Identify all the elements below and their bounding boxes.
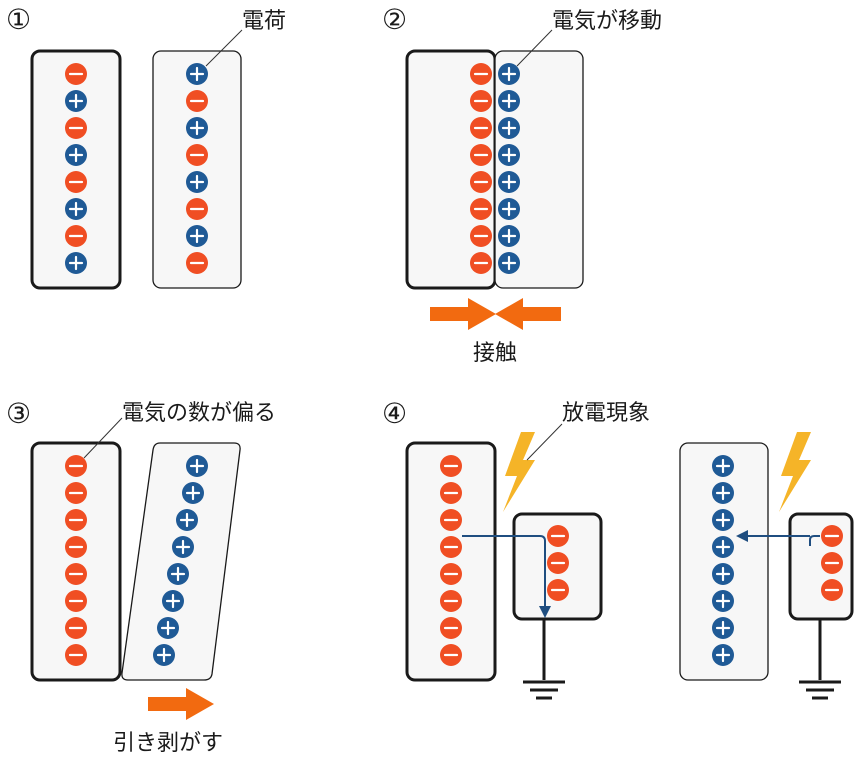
panel-4-leader-line [526, 423, 563, 461]
label-charge-imbalance: 電気の数が偏る [122, 401, 277, 426]
panel-1-leader-line [205, 29, 243, 67]
panel-2-number: ② [382, 3, 408, 36]
discharge-path-left [462, 535, 546, 606]
panel-3-tilted-plate [121, 442, 241, 681]
panel-4-left-plate [405, 441, 497, 682]
panel-1-left-plate [30, 49, 122, 290]
lightning-bolt-right [779, 432, 811, 512]
panel-4-right-plate [679, 442, 769, 681]
discharge-arrowhead-right [736, 530, 748, 542]
label-contact: 接触 [473, 341, 518, 366]
label-charge: 電荷 [242, 9, 287, 34]
panel-4-small-plate-right [788, 512, 854, 621]
lightning-bolt-left [503, 432, 535, 512]
peel-off-arrow [148, 688, 214, 720]
panel-1-number: ① [6, 3, 32, 36]
panel-3-number: ③ [6, 397, 32, 430]
panel-3-leader-line [83, 417, 123, 459]
contact-arrow-left [495, 298, 561, 330]
contact-arrow-right [430, 298, 496, 330]
panel-2-leader-line [516, 29, 553, 67]
label-discharge: 放電現象 [562, 401, 651, 426]
panel-4-number: ④ [382, 397, 408, 430]
panel-1-right-plate [152, 50, 242, 289]
discharge-arrowhead-left [539, 606, 551, 618]
panel-3-left-plate [30, 441, 122, 682]
discharge-path-right-stub [809, 535, 820, 546]
label-peel-off: 引き剥がす [113, 731, 224, 756]
label-electricity-moves: 電気が移動 [552, 9, 663, 34]
